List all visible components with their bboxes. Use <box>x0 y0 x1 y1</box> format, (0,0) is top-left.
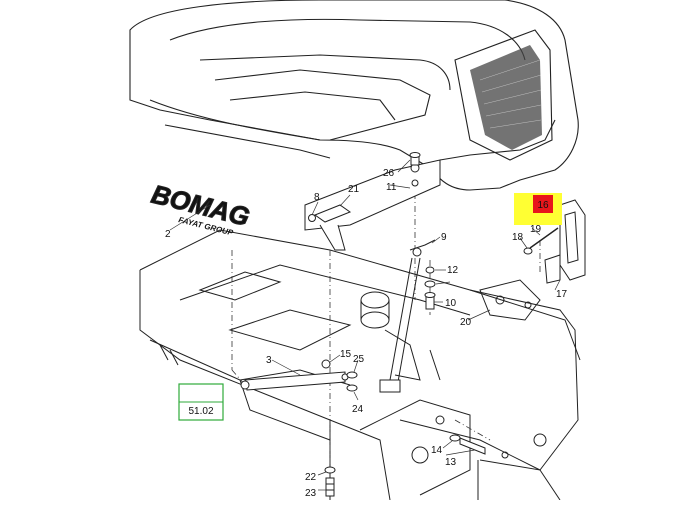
callout-24: 24 <box>352 404 364 415</box>
hood-vent-grille <box>454 29 553 161</box>
callout-19: 19 <box>530 224 542 235</box>
callout-8: 8 <box>314 192 320 203</box>
callout-26: 26 <box>383 168 395 179</box>
callout-20: 20 <box>460 317 472 328</box>
callout-16: 16 <box>537 200 549 211</box>
callout-numbers: 2 3 8 9 10 11 12 13 14 15 17 18 19 20 21… <box>165 168 568 499</box>
gas-strut-vertical <box>379 239 436 393</box>
callout-10: 10 <box>445 298 457 309</box>
callout-9: 9 <box>441 232 447 243</box>
callout-25: 25 <box>353 354 365 365</box>
bolt-lower-right <box>449 434 486 455</box>
fastener-stack-center <box>321 359 358 392</box>
callout-18: 18 <box>512 232 524 243</box>
callout-11: 11 <box>386 182 397 193</box>
bolt-bottom <box>324 466 336 497</box>
callout-17: 17 <box>556 289 568 300</box>
callout-13: 13 <box>445 457 457 468</box>
highlight-red-marker <box>533 195 553 213</box>
bolt-top <box>409 152 421 166</box>
hood-cover <box>129 0 579 191</box>
page-reference-box: 51.02 <box>178 383 224 421</box>
callout-23: 23 <box>305 488 317 499</box>
highlighted-part-marker: 16 <box>514 193 562 225</box>
hinge-bracket-part <box>304 159 441 251</box>
chassis-frame <box>139 229 581 501</box>
latch-bracket-part <box>523 199 586 284</box>
callout-22: 22 <box>305 472 317 483</box>
callout-3: 3 <box>266 355 272 366</box>
callout-12: 12 <box>447 265 459 276</box>
gas-strut-horizontal <box>240 371 349 391</box>
reference-box-label: 51.02 <box>188 406 213 417</box>
callout-14: 14 <box>431 445 443 456</box>
callout-21: 21 <box>348 184 360 195</box>
fastener-stack-right <box>424 266 436 310</box>
callout-2: 2 <box>165 229 171 240</box>
callout-15: 15 <box>340 349 352 360</box>
callout-leader-lines <box>169 159 561 491</box>
